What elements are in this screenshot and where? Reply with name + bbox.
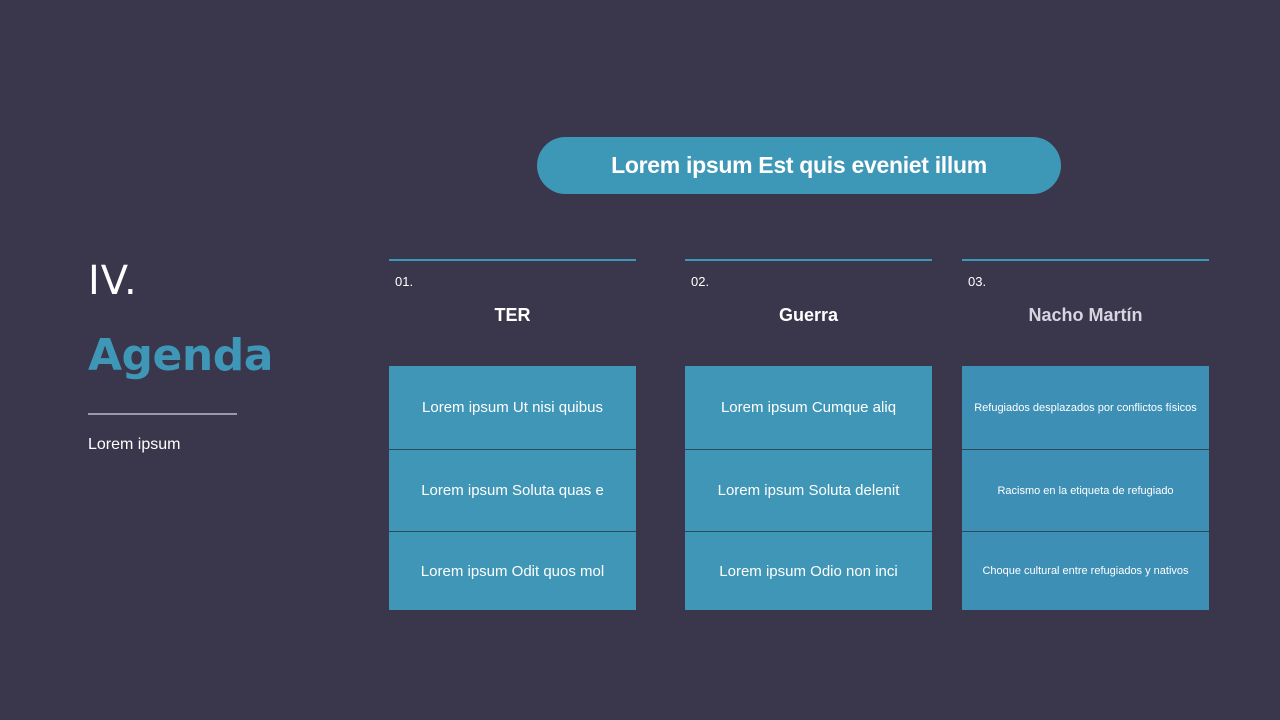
- title-banner: Lorem ipsum Est quis eveniet illum: [537, 137, 1061, 194]
- column-divider: [389, 259, 636, 261]
- agenda-cell: Racismo en la etiqueta de refugiado: [962, 450, 1209, 532]
- column-number: 03.: [968, 274, 987, 289]
- column-number: 01.: [395, 274, 414, 289]
- column-cells: Lorem ipsum Cumque aliq Lorem ipsum Solu…: [685, 366, 932, 610]
- column-title: Nacho Martín: [1028, 305, 1143, 325]
- column-cells: Lorem ipsum Ut nisi quibus Lorem ipsum S…: [389, 366, 636, 610]
- agenda-cell: Lorem ipsum Cumque aliq: [685, 366, 932, 450]
- column-number: 02.: [691, 274, 710, 289]
- section-number: IV.: [88, 258, 138, 304]
- agenda-cell: Refugiados desplazados por conflictos fí…: [962, 366, 1209, 450]
- section-title: Agenda: [88, 330, 273, 381]
- agenda-cell: Lorem ipsum Ut nisi quibus: [389, 366, 636, 450]
- column-title: TER: [494, 305, 531, 325]
- column-title: Guerra: [778, 305, 839, 325]
- agenda-cell: Lorem ipsum Soluta delenit: [685, 450, 932, 532]
- column-divider: [685, 259, 932, 261]
- section-subtitle: Lorem ipsum: [88, 436, 181, 453]
- column-divider: [962, 259, 1209, 261]
- agenda-cell: Lorem ipsum Odit quos mol: [389, 532, 636, 610]
- section-divider: [88, 413, 237, 415]
- banner-text: Lorem ipsum Est quis eveniet illum: [611, 152, 987, 178]
- column-cells: Refugiados desplazados por conflictos fí…: [962, 366, 1209, 610]
- agenda-cell: Choque cultural entre refugiados y nativ…: [962, 532, 1209, 610]
- agenda-cell: Lorem ipsum Odio non inci: [685, 532, 932, 610]
- agenda-cell: Lorem ipsum Soluta quas e: [389, 450, 636, 532]
